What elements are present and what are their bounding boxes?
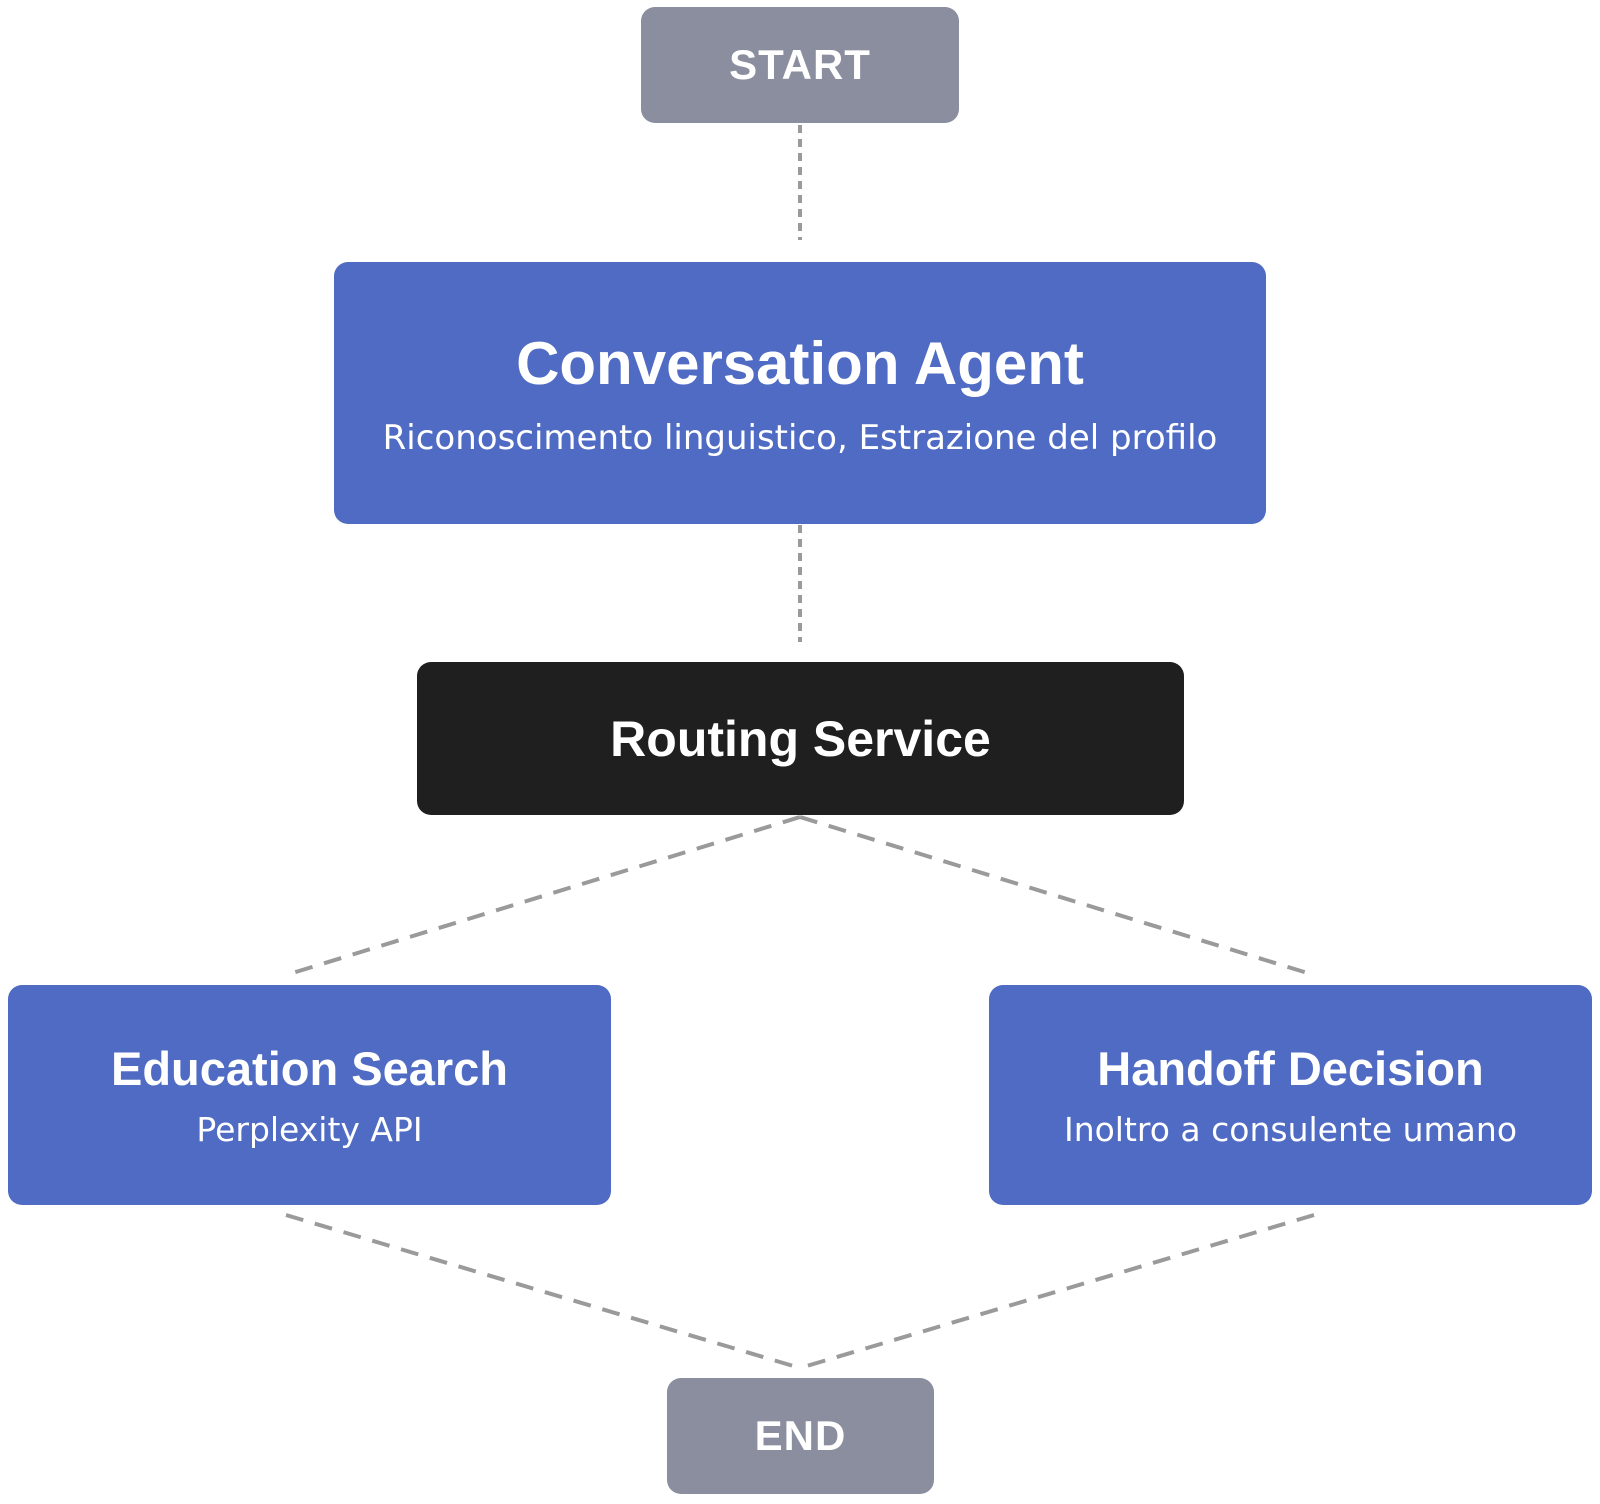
education-search-node: Education Search Perplexity API — [8, 985, 611, 1205]
edge-education-to-end — [285, 1213, 801, 1370]
handoff-decision-title: Handoff Decision — [1097, 1042, 1484, 1095]
education-search-subtitle: Perplexity API — [196, 1110, 423, 1149]
handoff-decision-subtitle: Inoltro a consulente umano — [1063, 1110, 1518, 1149]
start-node-label: START — [729, 41, 871, 88]
conversation-agent-node: Conversation Agent Riconoscimento lingui… — [334, 262, 1266, 524]
handoff-decision-node: Handoff Decision Inoltro a consulente um… — [989, 985, 1592, 1205]
conversation-agent-title: Conversation Agent — [516, 329, 1084, 397]
edge-handoff-to-end — [799, 1213, 1315, 1370]
edge-routing-to-education — [285, 815, 801, 977]
routing-service-node: Routing Service — [417, 662, 1184, 815]
end-node-label: END — [754, 1412, 847, 1459]
start-node: START — [641, 7, 959, 123]
conversation-agent-subtitle: Riconoscimento linguistico, Estrazione d… — [382, 417, 1218, 458]
edge-routing-to-handoff — [799, 815, 1315, 977]
routing-service-title: Routing Service — [610, 710, 991, 767]
education-search-title: Education Search — [111, 1042, 508, 1095]
end-node: END — [667, 1378, 934, 1494]
